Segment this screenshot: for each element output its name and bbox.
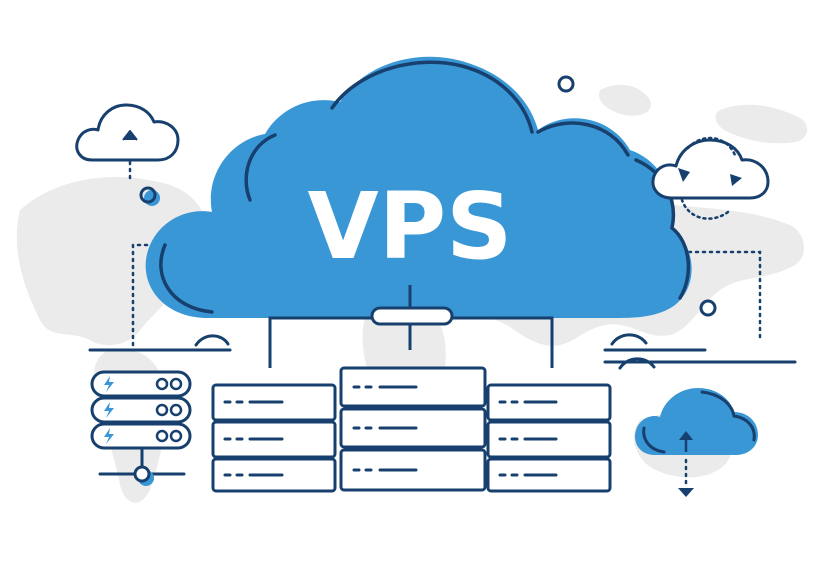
right-ground-line (603, 333, 797, 370)
server-icon (90, 370, 192, 398)
decorative-circles (557, 75, 717, 317)
cloud-download-icon (634, 388, 758, 497)
cloud-upload-icon (75, 103, 180, 206)
server-stack-center-details (352, 385, 418, 472)
server-stack-left-details (223, 400, 284, 477)
server-rack-icon (90, 370, 192, 486)
left-ground-line (88, 334, 232, 352)
network-connector-icon (268, 285, 554, 368)
cloud-sync-icon (651, 136, 770, 220)
server-icon (90, 396, 192, 424)
server-stack-right-details (498, 400, 558, 477)
cloud-label: VPS (308, 173, 513, 280)
